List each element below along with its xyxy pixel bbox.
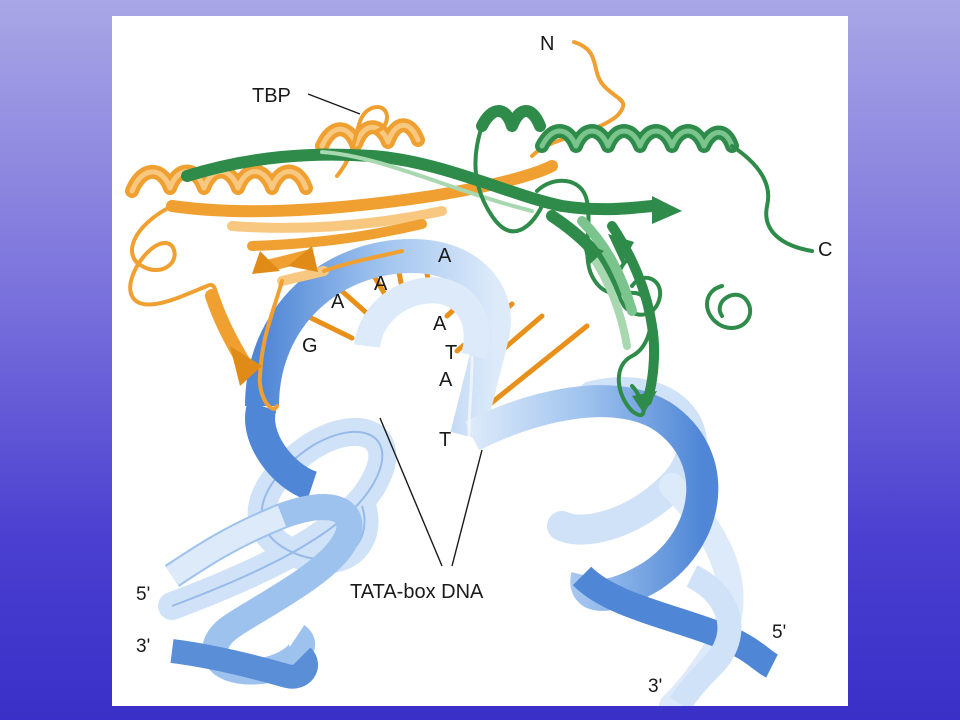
c-terminus-label: C — [818, 239, 832, 261]
n-terminus-label: N — [540, 33, 554, 55]
base-label: A — [438, 245, 452, 267]
figure-panel: TBP N C TATA-box DNA 5' 3' 5' 3' G A A A… — [112, 16, 848, 706]
base-label: T — [445, 342, 457, 364]
base-label: A — [439, 369, 453, 391]
base-label: G — [302, 335, 318, 357]
dna-front-strand — [164, 238, 779, 706]
leader-lines — [307, 93, 483, 567]
tbp-n-arrowheads — [230, 246, 318, 386]
tbp-c-arrowheads — [582, 196, 682, 414]
base-label: A — [331, 291, 345, 313]
five-prime-left-label: 5' — [136, 584, 150, 605]
three-prime-right-label: 3' — [648, 676, 662, 697]
base-label: T — [439, 429, 451, 451]
five-prime-right-label: 5' — [772, 622, 786, 643]
base-label: A — [433, 313, 447, 335]
three-prime-left-label: 3' — [136, 636, 150, 657]
tbp-label: TBP — [252, 85, 291, 107]
tata-box-dna-label: TATA-box DNA — [350, 581, 484, 603]
tbp-dna-diagram: TBP N C TATA-box DNA 5' 3' 5' 3' G A A A… — [125, 33, 832, 706]
base-label: A — [374, 273, 388, 295]
